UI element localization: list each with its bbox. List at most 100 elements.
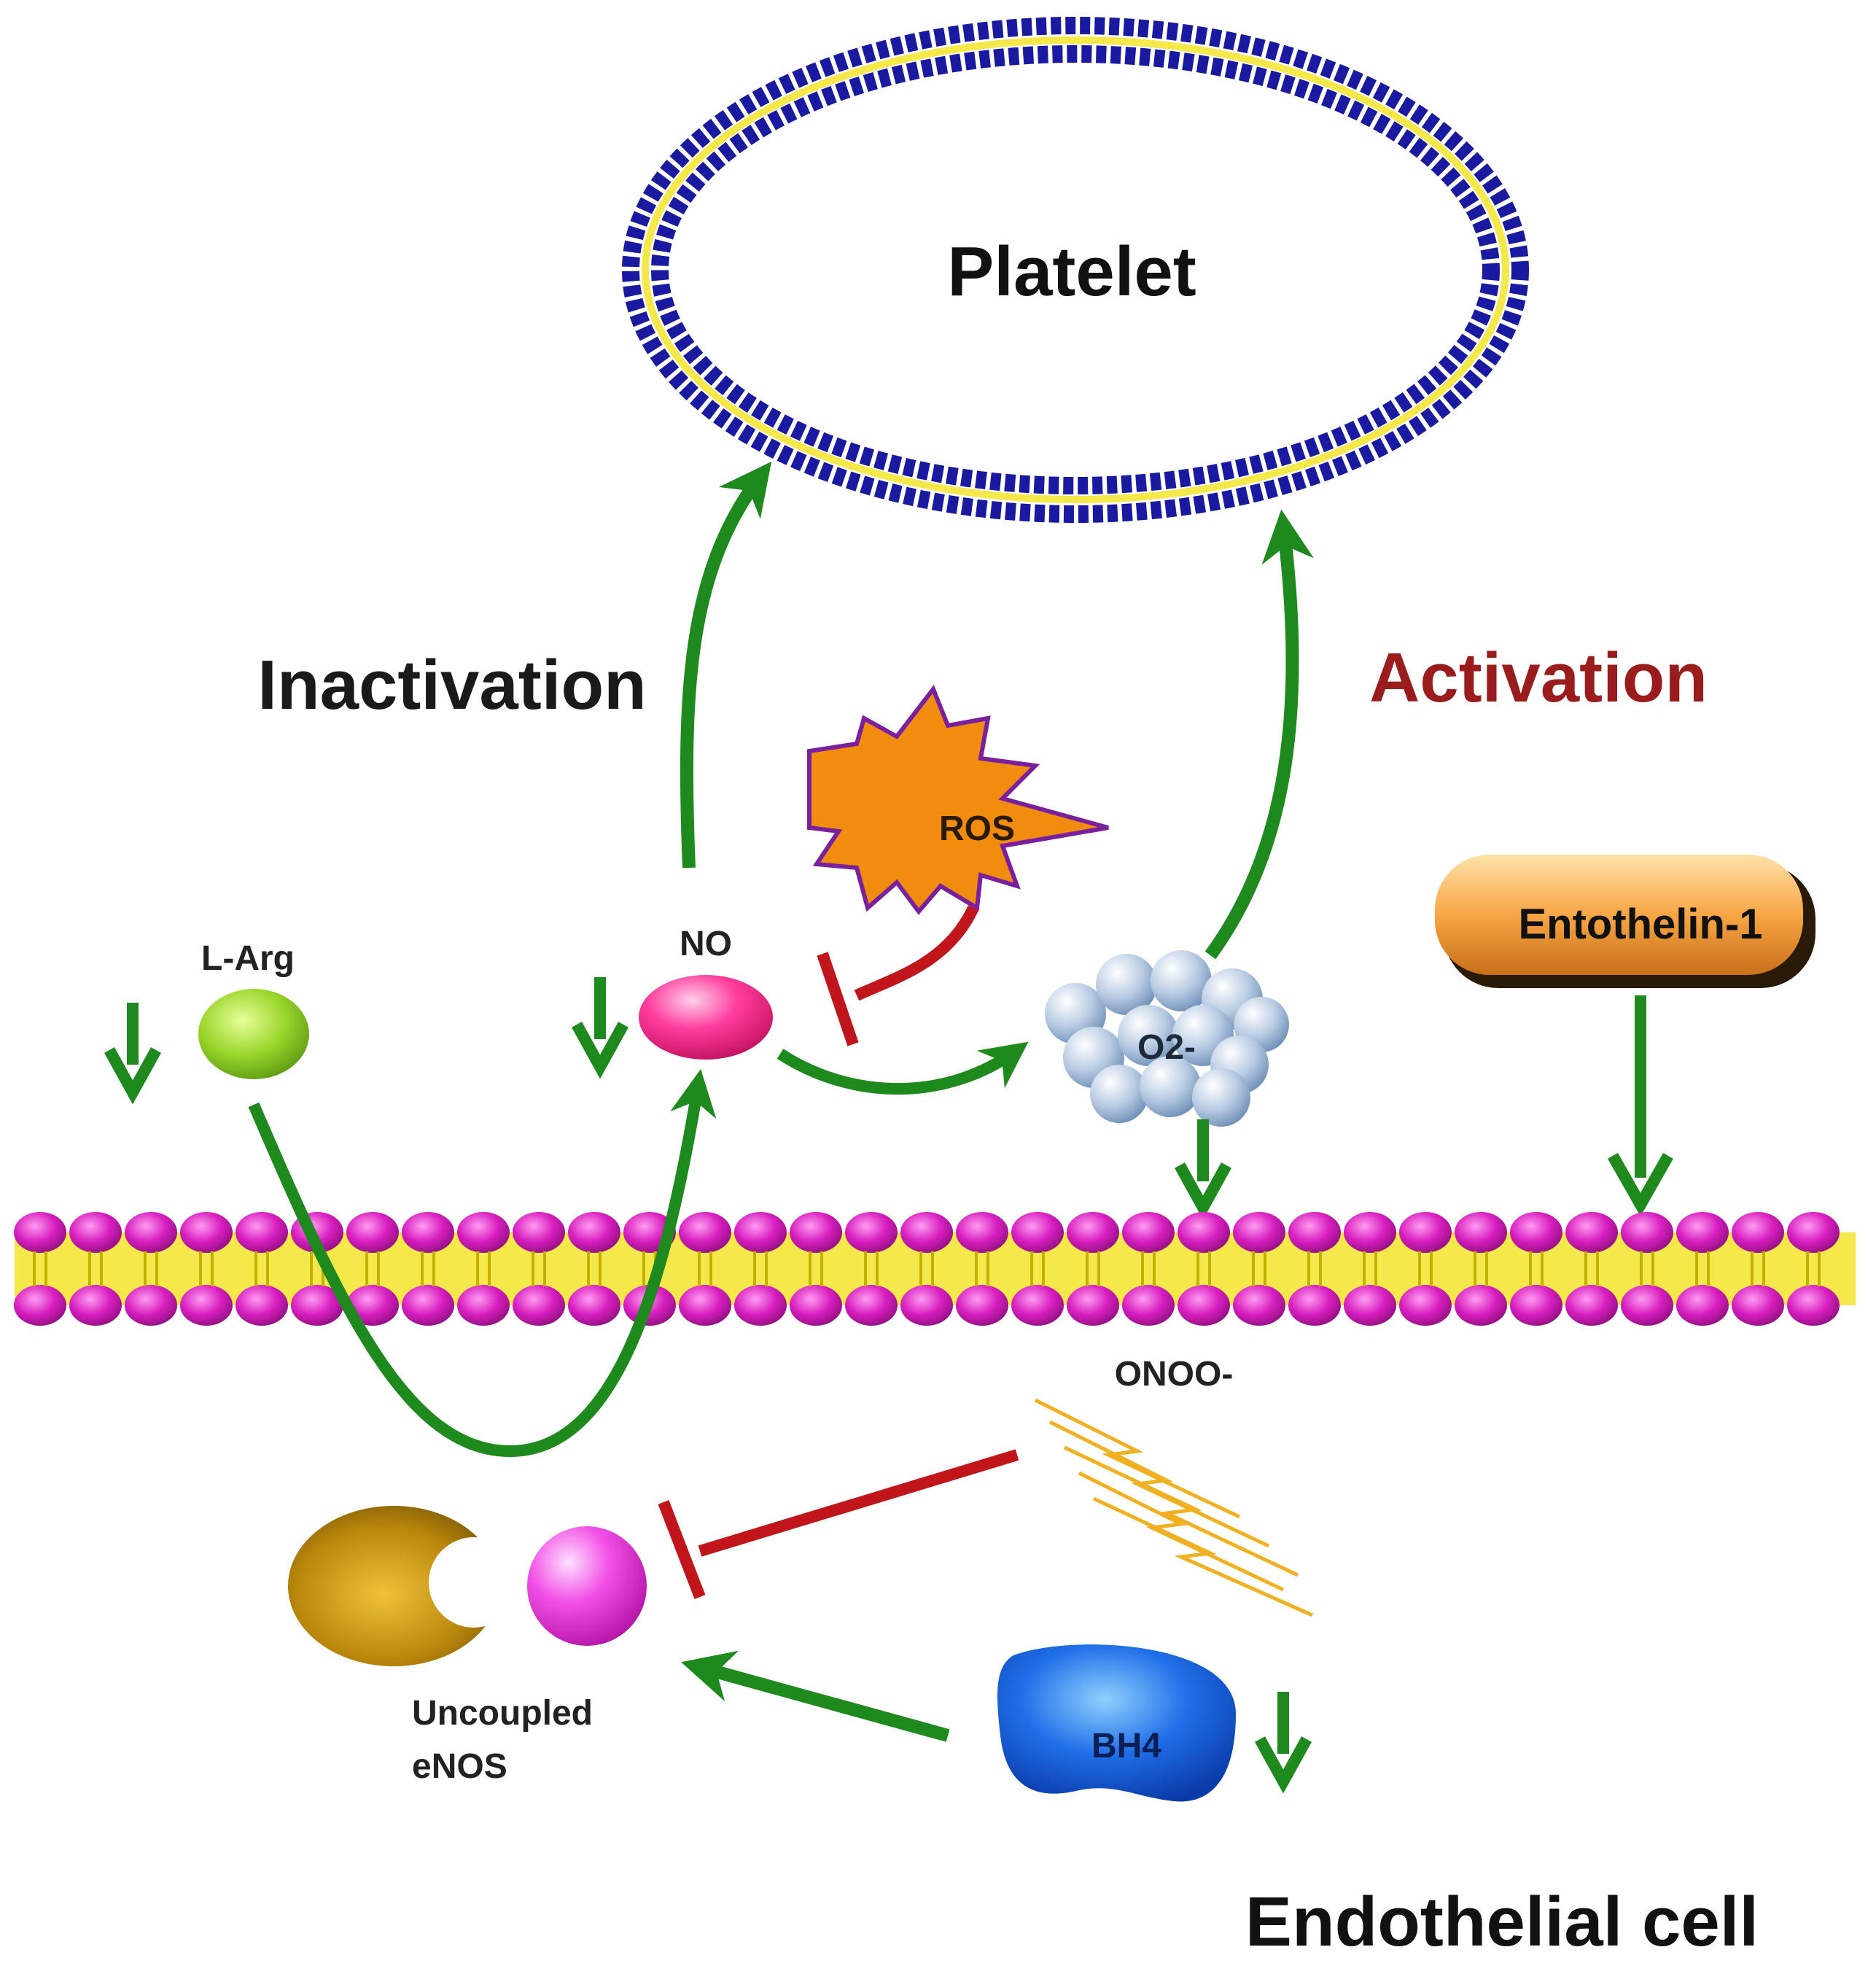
endothelin-1-box: Entothelin-1 [1435, 855, 1815, 988]
membrane-lipid-head [1011, 1212, 1064, 1253]
membrane-lipid-head [734, 1212, 787, 1253]
ros-inhibits-no [817, 905, 979, 1046]
membrane-lipid-head [1288, 1285, 1341, 1326]
onoo-inhibits-enos [658, 1449, 1019, 1599]
membrane-lipid-head [402, 1285, 454, 1326]
membrane-lipid-head [1621, 1285, 1673, 1326]
onoo-label: ONOO- [1115, 1355, 1234, 1394]
membrane-lipid-head [1787, 1285, 1840, 1326]
membrane-lipid-head [1399, 1212, 1452, 1253]
o2-label: O2- [1137, 1028, 1196, 1067]
membrane-lipid-head [568, 1212, 620, 1253]
activation-label: Activation [1369, 639, 1708, 717]
membrane-lipid-head [14, 1212, 66, 1253]
l-arg-to-no-arrow [248, 1069, 717, 1458]
membrane-lipid-head [180, 1212, 233, 1253]
endothelin-1-label: Entothelin-1 [1518, 901, 1762, 948]
enos-label-line2: eNOS [412, 1747, 507, 1786]
membrane-lipid-head [1122, 1285, 1175, 1326]
o2-to-membrane-arrow [1174, 1119, 1232, 1220]
membrane-lipid-head [1067, 1212, 1119, 1253]
membrane-lipid-head [956, 1285, 1008, 1326]
bh4-molecule [997, 1644, 1236, 1802]
membrane-lipid-head [734, 1285, 787, 1326]
membrane-lipid-head [790, 1212, 842, 1253]
cell-membrane [14, 1212, 1856, 1326]
membrane-lipid-head [125, 1212, 177, 1253]
membrane-lipid-head [1732, 1285, 1784, 1326]
membrane-lipid-head [845, 1285, 898, 1326]
membrane-lipid-head [14, 1285, 66, 1326]
membrane-lipid-head [1510, 1212, 1562, 1253]
membrane-lipid-head [457, 1285, 510, 1326]
membrane-lipid-head [900, 1212, 953, 1253]
membrane-lipid-head [402, 1212, 454, 1253]
membrane-lipid-head [513, 1285, 565, 1326]
membrane-lipid-head [1565, 1212, 1618, 1253]
membrane-lipid-head [956, 1212, 1008, 1253]
membrane-lipid-head [1399, 1285, 1452, 1326]
membrane-lipid-head [845, 1212, 898, 1253]
membrane-lipid-head [1178, 1285, 1230, 1326]
membrane-lipid-head [346, 1285, 399, 1326]
bh4-label: BH4 [1091, 1727, 1161, 1765]
no-to-platelet-arrow [680, 461, 772, 869]
membrane-lipid-head [457, 1212, 510, 1253]
membrane-lipid-head [1787, 1212, 1840, 1253]
ros-burst: ROS [807, 684, 1109, 915]
membrane-lipid-head [1122, 1212, 1175, 1253]
enos-sphere [527, 1526, 647, 1646]
no-decrease-arrow [571, 977, 629, 1079]
platelet-label: Platelet [947, 233, 1196, 311]
membrane-lipid-head [679, 1212, 731, 1253]
membrane-lipid-head [1676, 1212, 1729, 1253]
platelet-membrane [622, 17, 1529, 523]
no-molecule [639, 975, 773, 1060]
membrane-lipid-head [1732, 1212, 1784, 1253]
no-to-o2-arrow [777, 1041, 1029, 1095]
membrane-lipid-head [513, 1212, 565, 1253]
l-arg-decrease-arrow [104, 1003, 162, 1105]
membrane-lipid-head [1233, 1285, 1285, 1326]
endothelin-to-membrane-arrow [1608, 995, 1673, 1217]
membrane-lipid-head [236, 1285, 288, 1326]
bh4-decrease-arrow [1254, 1692, 1312, 1794]
membrane-lipid-head [1067, 1285, 1119, 1326]
ros-label: ROS [939, 809, 1015, 848]
membrane-lipid-head [346, 1212, 399, 1253]
membrane-lipid-head [291, 1285, 343, 1326]
inactivation-label: Inactivation [257, 646, 646, 724]
endothelial-cell-label: Endothelial cell [1245, 1883, 1759, 1961]
membrane-lipid-head [1178, 1212, 1230, 1253]
onoo-lightning [1034, 1398, 1314, 1617]
o2-to-platelet-arrow [1204, 509, 1314, 960]
membrane-lipid-head [69, 1212, 122, 1253]
membrane-lipid-head [1455, 1212, 1507, 1253]
l-arg-molecule [198, 989, 309, 1079]
l-arg-label: L-Arg [201, 939, 295, 978]
membrane-lipid-head [900, 1285, 953, 1326]
membrane-lipid-head [1344, 1285, 1396, 1326]
membrane-lipid-head [1233, 1212, 1285, 1253]
enos-label-line1: Uncoupled [412, 1694, 593, 1733]
membrane-lipid-head [69, 1285, 122, 1326]
membrane-lipid-head [1011, 1285, 1064, 1326]
membrane-lipid-head [1344, 1212, 1396, 1253]
enos-crescent [288, 1506, 499, 1666]
bh4-to-enos-arrow [681, 1650, 950, 1742]
membrane-lipid-head [1565, 1285, 1618, 1326]
membrane-lipid-head [679, 1285, 731, 1326]
membrane-lipid-head [180, 1285, 233, 1326]
no-label: NO [680, 925, 732, 963]
membrane-lipid-head [790, 1285, 842, 1326]
membrane-lipid-head [1288, 1212, 1341, 1253]
membrane-lipid-head [1621, 1212, 1673, 1253]
o2-cluster: O2- [1045, 950, 1289, 1127]
membrane-lipid-head [1676, 1285, 1729, 1326]
membrane-lipid-head [1510, 1285, 1562, 1326]
membrane-lipid-head [125, 1285, 177, 1326]
membrane-lipid-head [1455, 1285, 1507, 1326]
membrane-lipid-head [568, 1285, 620, 1326]
